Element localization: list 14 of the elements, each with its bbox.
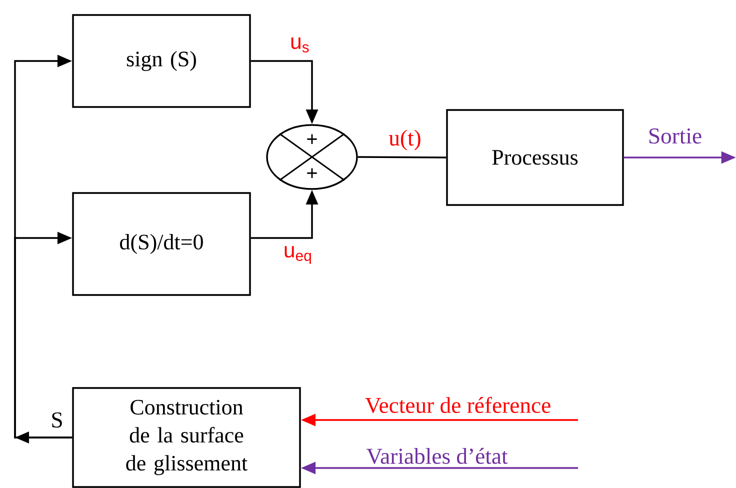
arrow xyxy=(14,232,72,438)
process-box: Processus xyxy=(446,109,624,206)
arrow xyxy=(14,54,72,444)
edge-label: u$_{s}$ xyxy=(291,38,309,52)
edge-label: Variables d’état xyxy=(366,448,508,464)
summing-junction: + + xyxy=(266,124,358,190)
edge-label: Sortie xyxy=(649,128,702,144)
edge-label: u$_{eq}$ xyxy=(284,246,311,264)
process-box: d(S)/dt=0 xyxy=(72,192,251,296)
edge-label: S xyxy=(52,412,62,428)
process-box: Construction de la surface de glissement xyxy=(72,387,301,488)
edge-label: u(t) xyxy=(388,130,420,150)
process-box: sign (S) xyxy=(72,14,251,108)
edge-label: Vecteur de réference xyxy=(365,396,550,414)
